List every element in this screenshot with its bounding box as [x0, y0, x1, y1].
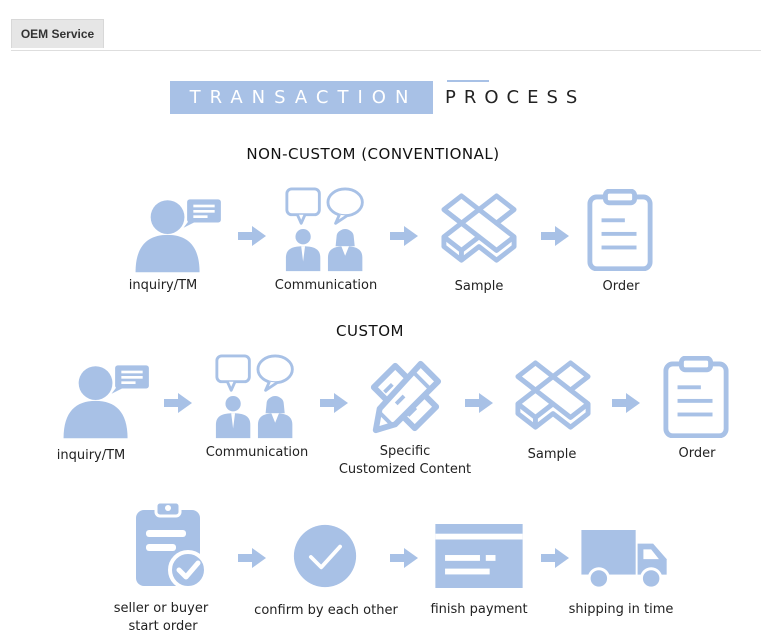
arrow-right-icon — [541, 226, 569, 246]
step-label-order: Order — [602, 279, 640, 294]
tab-divider — [11, 50, 761, 51]
step-label-order: Order — [678, 446, 716, 461]
step-label-specific-line2: Customized Content — [338, 462, 472, 477]
arrow-right-icon — [390, 226, 418, 246]
pencil-ruler-icon — [366, 358, 444, 436]
clipboard-icon — [662, 356, 730, 438]
arrow-right-icon — [320, 393, 348, 413]
section-heading-non-custom: NON-CUSTOM (CONVENTIONAL) — [246, 145, 500, 163]
arrow-right-icon — [612, 393, 640, 413]
clipboard-check-icon — [132, 500, 212, 590]
arrow-right-icon — [541, 548, 569, 568]
user-chat-icon — [60, 360, 156, 440]
step-label-shipping: shipping in time — [568, 602, 674, 617]
arrow-right-icon — [465, 393, 493, 413]
boxes-icon — [440, 190, 518, 270]
step-label-start-order-line1: seller or buyer — [113, 601, 209, 616]
step-label-start-order-line2: start order — [128, 619, 198, 634]
check-circle-icon — [292, 523, 358, 589]
arrow-right-icon — [238, 226, 266, 246]
step-label-sample: Sample — [527, 447, 577, 462]
tab-oem-service[interactable]: OEM Service — [11, 19, 104, 48]
step-label-specific-line1: Specific — [379, 444, 431, 459]
title-transaction: TRANSACTION — [170, 81, 433, 114]
step-label-sample: Sample — [454, 279, 504, 294]
people-chat-icon — [214, 354, 300, 440]
arrow-right-icon — [164, 393, 192, 413]
step-label-communication: Communication — [205, 445, 309, 460]
people-chat-icon — [284, 187, 370, 273]
arrow-right-icon — [238, 548, 266, 568]
boxes-icon — [514, 357, 592, 437]
step-label-confirm: confirm by each other — [254, 603, 398, 618]
section-heading-custom: CUSTOM — [336, 322, 404, 340]
title-accent-bar — [447, 80, 489, 82]
payment-card-icon — [435, 524, 523, 588]
step-label-payment: finish payment — [430, 602, 528, 617]
title-process: PROCESS — [445, 87, 586, 108]
step-label-communication: Communication — [274, 278, 378, 293]
clipboard-icon — [586, 189, 654, 271]
step-label-inquiry: inquiry/TM — [56, 448, 126, 463]
user-chat-icon — [132, 194, 228, 274]
step-label-inquiry: inquiry/TM — [128, 278, 198, 293]
arrow-right-icon — [390, 548, 418, 568]
truck-icon — [581, 530, 669, 592]
